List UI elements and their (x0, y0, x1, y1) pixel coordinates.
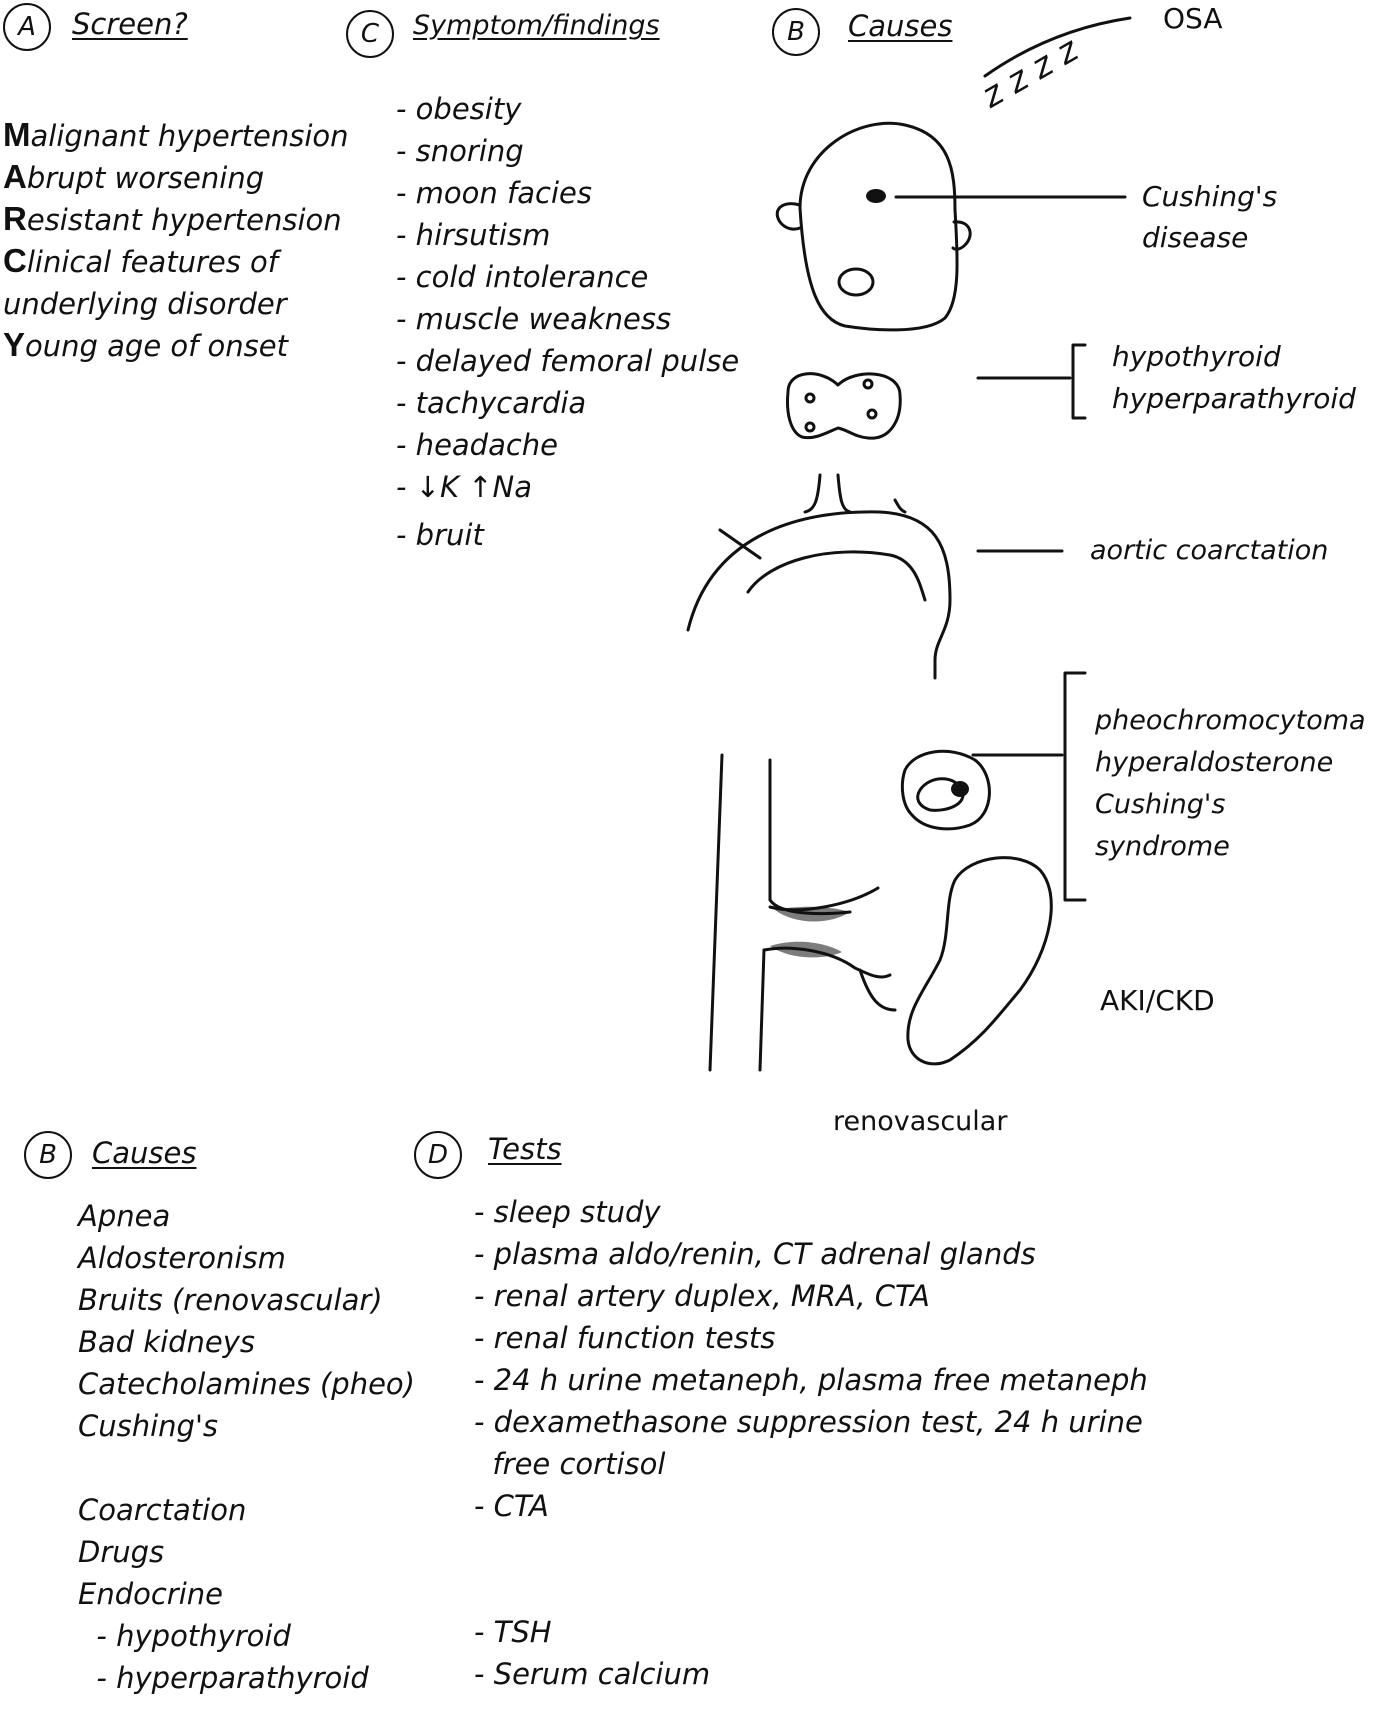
tests-heading: Tests (488, 1132, 562, 1166)
head-outline (798, 121, 959, 332)
cause-item: - hyperparathyroid (78, 1661, 369, 1695)
symptom-item: - snoring (396, 134, 524, 168)
label-cushings-disease-2: disease (1142, 221, 1249, 254)
symptom-item: - muscle weakness (396, 302, 672, 336)
cause-item: Aldosteronism (78, 1241, 286, 1275)
adrenal-bracket (1063, 671, 1087, 902)
section-d-badge: D (414, 1131, 462, 1179)
test-item: - CTA (474, 1489, 549, 1523)
renal-stenosis-lower (770, 941, 842, 958)
causes-heading-top: Causes (848, 9, 953, 43)
label-aortic-coarctation: aortic coarctation (1090, 535, 1329, 566)
label-osa: OSA (1163, 2, 1223, 35)
test-item: - dexamethasone suppression test, 24 h u… (474, 1405, 1143, 1439)
test-item: - plasma aldo/renin, CT adrenal glands (474, 1237, 1036, 1271)
renal-stenosis-upper (775, 906, 850, 922)
symptom-item: - obesity (396, 92, 522, 126)
label-thyroid-1: hypothyroid (1112, 340, 1281, 373)
symptom-item: - delayed femoral pulse (396, 344, 740, 378)
test-item: - renal artery duplex, MRA, CTA (474, 1279, 930, 1313)
mnemonic-line: Resistant hypertension (3, 200, 342, 237)
test-item: - Serum calcium (474, 1657, 711, 1691)
cause-item: Apnea (78, 1199, 171, 1233)
label-thyroid-2: hyperparathyroid (1112, 382, 1356, 415)
label-renovascular: renovascular (833, 1106, 1008, 1137)
osa-pointer-line (983, 16, 1132, 78)
screen-heading: Screen? (72, 7, 188, 41)
ear-left (775, 202, 802, 231)
label-adrenal-1: pheochromocytoma (1095, 705, 1366, 736)
label-cushings-disease-1: Cushing's (1142, 180, 1278, 213)
symptom-item: - tachycardia (396, 386, 587, 420)
causes-heading-bottom: Causes (92, 1136, 197, 1170)
symptom-item: - ↓K ↑Na (396, 470, 532, 504)
cause-item: Bad kidneys (78, 1325, 256, 1359)
label-adrenal-2: hyperaldosterone (1095, 747, 1334, 778)
pituitary-spot (866, 189, 886, 203)
label-adrenal-3: Cushing's (1095, 789, 1226, 820)
mouth (837, 267, 875, 297)
ear-right (951, 220, 972, 251)
section-b-badge-bottom: B (24, 1131, 72, 1179)
symptom-item: - moon facies (396, 176, 592, 210)
cause-item: Catecholamines (pheo) (78, 1367, 415, 1401)
mnemonic-line: Clinical features of (3, 242, 279, 279)
cause-item: Drugs (78, 1535, 165, 1569)
cause-item: - hypothyroid (78, 1619, 291, 1653)
kidney-outline (906, 856, 1053, 1066)
symptom-item: - headache (396, 428, 559, 462)
mnemonic-line: underlying disorder (3, 287, 287, 321)
test-item: - sleep study (474, 1195, 661, 1229)
test-item: - 24 h urine metaneph, plasma free metan… (474, 1363, 1148, 1397)
thyroid-bracket (1071, 343, 1087, 420)
label-adrenal-4: syndrome (1095, 831, 1230, 862)
cause-item: Cushing's (78, 1409, 219, 1443)
mnemonic-line: Abrupt worsening (3, 158, 265, 195)
cause-item: Bruits (renovascular) (78, 1283, 383, 1317)
section-b-badge-top: B (772, 8, 820, 56)
cause-item: Coarctation (78, 1493, 247, 1527)
test-item: - TSH (474, 1615, 552, 1649)
section-c-badge: C (346, 10, 394, 58)
mnemonic-line: Malignant hypertension (3, 116, 349, 153)
thyroid-outline (786, 372, 902, 440)
aorta-inner (746, 550, 927, 602)
test-item: - renal function tests (474, 1321, 776, 1355)
test-item: free cortisol (474, 1447, 666, 1481)
mnemonic-line: Young age of onset (3, 326, 288, 363)
aorta-outer (686, 510, 952, 680)
cause-item: Endocrine (78, 1577, 223, 1611)
adrenal-spot (951, 781, 969, 797)
symptoms-heading: Symptom/findings (413, 10, 660, 41)
section-a-badge: A (3, 3, 51, 51)
symptom-item: - bruit (396, 518, 484, 552)
adrenal-outline (900, 749, 991, 831)
symptom-item: - hirsutism (396, 218, 551, 252)
label-aki-ckd: AKI/CKD (1100, 984, 1215, 1017)
descending-aorta-left (708, 753, 724, 1072)
symptom-item: - cold intolerance (396, 260, 649, 294)
